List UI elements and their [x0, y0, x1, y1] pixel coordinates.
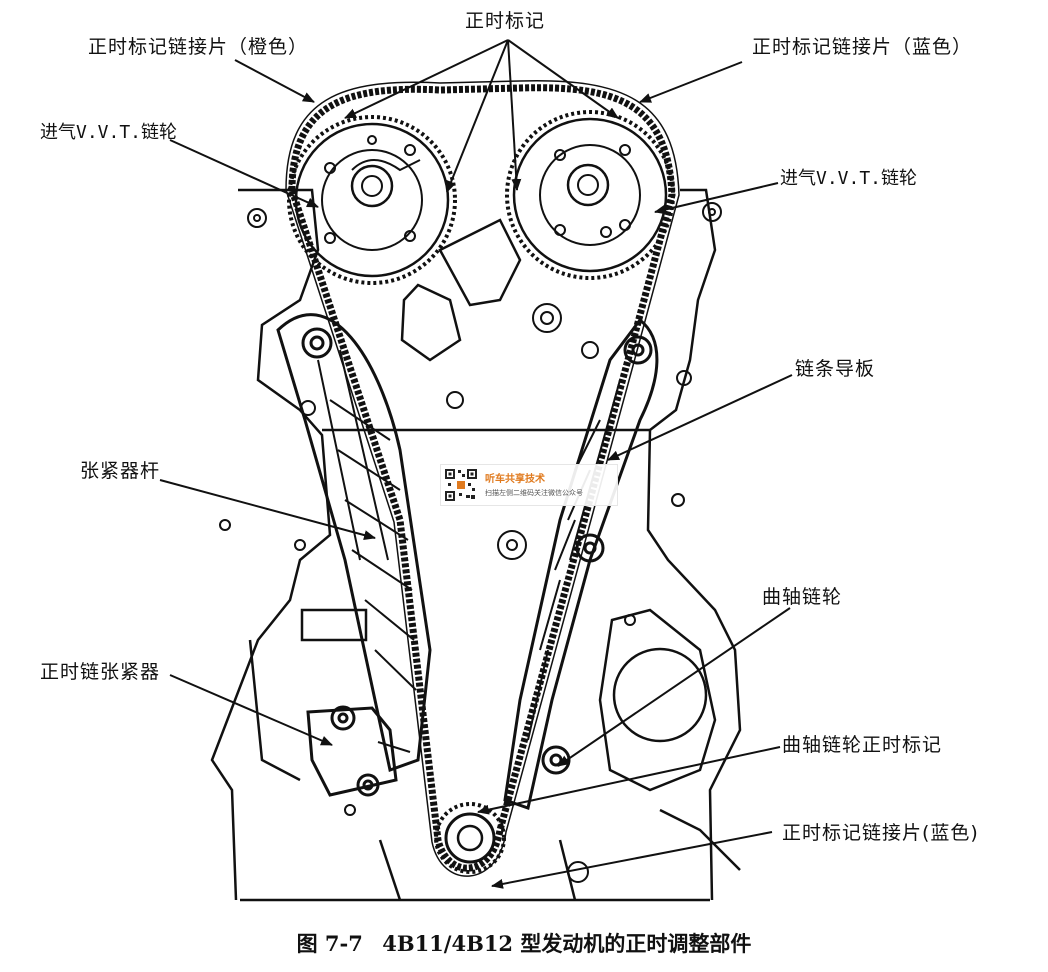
tensioner-lever — [276, 313, 432, 772]
label-crank-sprocket-mark: 曲轴链轮正时标记 — [782, 734, 943, 756]
label-timing-mark: 正时标记 — [465, 10, 546, 32]
intake-vvt-sprocket-right — [505, 110, 675, 280]
label-crank-sprocket: 曲轴链轮 — [762, 586, 843, 608]
timing-chain — [288, 84, 676, 872]
caption-text: 4B11/4B12 型发动机的正时调整部件 — [382, 931, 752, 956]
label-tensioner-lever: 张紧器杆 — [80, 460, 161, 482]
label-link-blue-top: 正时标记链接片（蓝色） — [752, 36, 973, 58]
watermark: 听车共享技术 扫描左侧二维码关注微信公众号 — [440, 464, 618, 506]
label-link-blue-bottom: 正时标记链接片(蓝色) — [782, 822, 979, 844]
label-chain-guide: 链条导板 — [795, 358, 876, 380]
figure-caption: 图 7-7 4B11/4B12 型发动机的正时调整部件 — [0, 928, 1048, 958]
caption-number: 图 7-7 — [296, 931, 363, 956]
label-intake-vvt-right: 进气V.V.T.链轮 — [780, 168, 918, 189]
leader-lines — [159, 39, 793, 889]
engine-block — [210, 188, 742, 902]
label-link-orange: 正时标记链接片（橙色） — [88, 36, 309, 58]
label-intake-vvt-left: 进气V.V.T.链轮 — [40, 122, 178, 143]
watermark-title: 听车共享技术 — [485, 474, 545, 485]
crank-sprocket — [434, 802, 506, 874]
watermark-subtitle: 扫描左侧二维码关注微信公众号 — [485, 489, 583, 497]
timing-chain-tensioner — [306, 705, 411, 797]
label-timing-chain-tensioner: 正时链张紧器 — [40, 661, 161, 683]
bolt-holes — [219, 202, 722, 883]
engine-drawing — [159, 39, 793, 902]
qr-code-icon — [444, 468, 478, 502]
